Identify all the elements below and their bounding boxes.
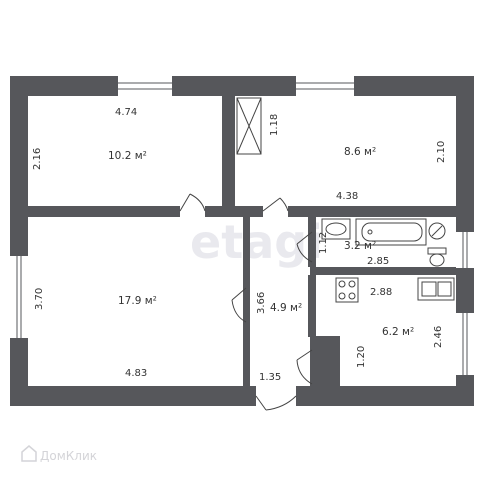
window-bath <box>456 232 474 268</box>
height-label: 2.16 <box>32 148 43 170</box>
washing-machine-icon <box>428 222 446 240</box>
doors <box>179 193 313 411</box>
kitchen: 2.88 2.46 1.20 6.2 м² <box>356 287 444 368</box>
width-label: 1.35 <box>259 372 281 383</box>
height-label: 1.12 <box>318 232 329 254</box>
area-label: 6.2 м² <box>382 326 414 338</box>
width-label: 4.83 <box>125 368 147 379</box>
brand-text: ДомКлик <box>40 449 97 463</box>
window-top-right <box>296 76 354 96</box>
living-room: 4.83 3.70 17.9 м² <box>34 288 157 379</box>
sink-icon <box>321 218 351 240</box>
bathroom: 2.85 1.12 3.2 м² <box>318 232 389 267</box>
fixtures <box>236 97 455 303</box>
area-label: 17.9 м² <box>118 295 157 307</box>
door-top-right <box>262 197 289 212</box>
house-logo-icon <box>21 445 37 462</box>
area-label: 10.2 м² <box>108 150 147 162</box>
door-kitchen <box>296 349 313 385</box>
door-living <box>231 287 247 323</box>
depth-label: 1.20 <box>356 346 367 368</box>
window-kitchen <box>456 313 474 375</box>
watermark-text: etagi <box>190 215 323 269</box>
width-label: 4.74 <box>115 107 137 118</box>
window-left <box>10 256 28 338</box>
room-top-left: 4.74 2.16 10.2 м² <box>32 107 147 170</box>
area-label: 3.2 м² <box>344 240 376 252</box>
height-label: 2.46 <box>433 326 444 348</box>
width-label: 4.38 <box>336 191 358 202</box>
shaft-label: 1.18 <box>269 114 280 136</box>
windows <box>10 76 474 375</box>
stove-icon <box>335 277 359 303</box>
door-top-left <box>179 193 206 212</box>
door-entrance <box>255 395 297 411</box>
room-top-right: 4.38 2.10 1.18 8.6 м² <box>269 114 447 202</box>
brand-logo: ДомКлик <box>21 445 97 463</box>
height-label: 3.66 <box>256 292 267 314</box>
ventilation-shaft-icon <box>236 97 262 155</box>
height-label: 2.10 <box>436 141 447 163</box>
width-label: 2.88 <box>370 287 392 298</box>
kitchen-sink-icon <box>417 277 455 301</box>
door-bath <box>296 231 313 263</box>
area-label: 8.6 м² <box>344 146 376 158</box>
height-label: 3.70 <box>34 288 45 310</box>
area-label: 4.9 м² <box>270 302 302 314</box>
window-top-left <box>118 76 172 96</box>
corridor: 1.35 3.66 4.9 м² <box>256 292 302 383</box>
toilet-icon <box>427 247 447 267</box>
bathtub-icon <box>355 218 427 246</box>
width-label: 2.85 <box>367 256 389 267</box>
